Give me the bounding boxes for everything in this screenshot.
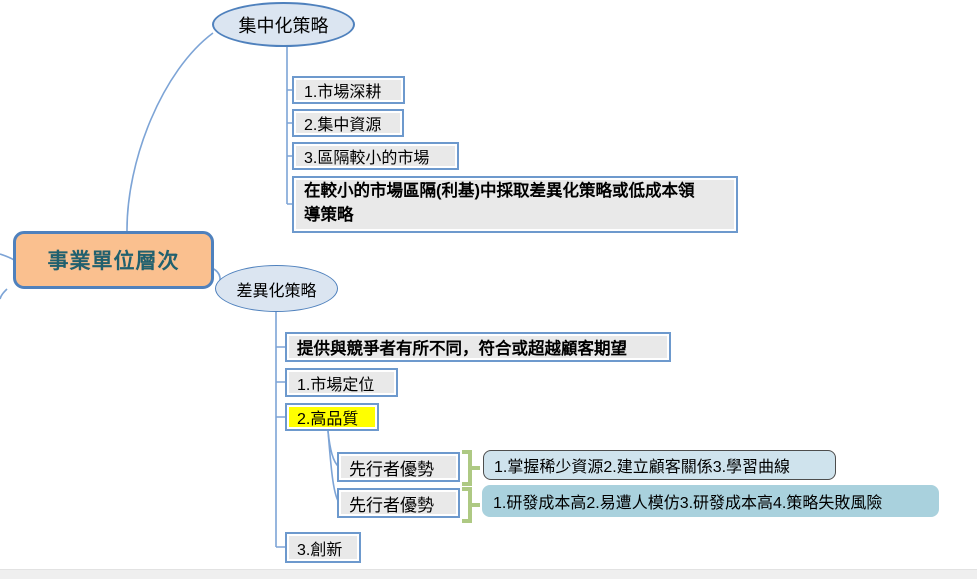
diff-item-3[interactable]: 3.創新 xyxy=(285,532,361,563)
diff-branch-spine xyxy=(275,312,286,548)
focus-item-3-label: 3.區隔較小的市場 xyxy=(304,150,430,167)
first-mover-summary-1-label: 1.掌握稀少資源2.建立顧客關係3.學習曲線 xyxy=(494,459,791,476)
diff-note[interactable]: 提供與競爭者有所不同，符合或超越顧客期望 xyxy=(285,332,671,362)
first-mover-summary-2[interactable]: 1.研發成本高2.易遭人模仿3.研發成本高4.策略失敗風險 xyxy=(482,485,939,517)
first-mover-node-1[interactable]: 先行者優勢 xyxy=(337,452,460,482)
window-bottom-strip xyxy=(0,569,977,579)
focus-item-2[interactable]: 2.集中資源 xyxy=(292,109,404,137)
first-mover-label-1: 先行者優勢 xyxy=(349,459,434,479)
diff-strategy-topic[interactable]: 差異化策略 xyxy=(215,265,338,312)
focus-strategy-topic[interactable]: 集中化策略 xyxy=(212,2,355,47)
focus-item-3[interactable]: 3.區隔較小的市場 xyxy=(292,142,459,170)
focus-branch-spine xyxy=(286,47,293,205)
root-topic-node[interactable]: 事業單位層次 xyxy=(13,231,214,289)
summary-bracket-2 xyxy=(462,487,480,523)
diff-item-2-highlighted[interactable]: 2.高品質 xyxy=(285,403,379,431)
focus-strategy-label: 集中化策略 xyxy=(238,15,329,36)
diff-item-1-label: 1.市場定位 xyxy=(297,376,375,394)
focus-note-label: 在較小的市場區隔(利基)中採取差異化策略或低成本領 導策略 xyxy=(304,182,695,224)
diff-note-label: 提供與競爭者有所不同，符合或超越顧客期望 xyxy=(297,340,627,358)
summary-bracket-1 xyxy=(462,450,480,486)
focus-item-2-label: 2.集中資源 xyxy=(304,117,382,134)
root-topic-label: 事業單位層次 xyxy=(47,250,180,273)
focus-note[interactable]: 在較小的市場區隔(利基)中採取差異化策略或低成本領 導策略 xyxy=(292,176,738,233)
diff-strategy-label: 差異化策略 xyxy=(236,282,317,300)
parent-link-line xyxy=(0,253,15,261)
diff-item-2-label: 2.高品質 xyxy=(297,411,359,428)
diff-item-3-label: 3.創新 xyxy=(297,541,343,559)
parent-link-stub-line xyxy=(0,288,8,300)
first-mover-label-2: 先行者優勢 xyxy=(349,495,434,515)
focus-item-1[interactable]: 1.市場深耕 xyxy=(292,76,405,104)
first-mover-summary-2-label: 1.研發成本高2.易遭人模仿3.研發成本高4.策略失敗風險 xyxy=(493,495,883,512)
root-to-focus-line xyxy=(126,32,214,234)
first-mover-summary-1[interactable]: 1.掌握稀少資源2.建立顧客關係3.學習曲線 xyxy=(483,450,836,480)
focus-item-1-label: 1.市場深耕 xyxy=(304,84,382,101)
first-mover-node-2[interactable]: 先行者優勢 xyxy=(337,488,460,518)
diff-item-1[interactable]: 1.市場定位 xyxy=(285,368,398,397)
